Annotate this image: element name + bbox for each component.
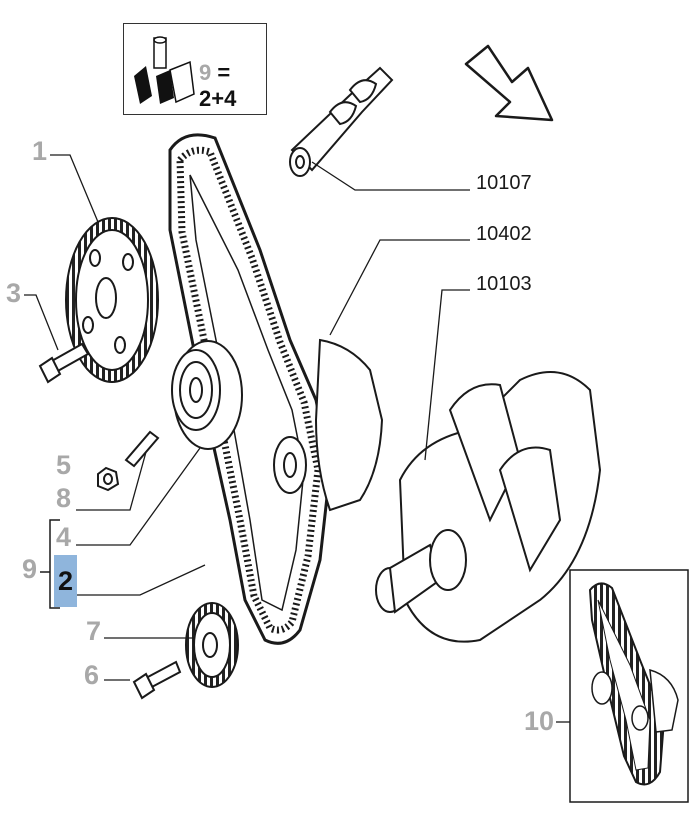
stud[interactable] — [124, 430, 160, 468]
callout-1[interactable]: 1 — [32, 136, 48, 166]
nut[interactable] — [97, 466, 120, 492]
callout-3[interactable]: 3 — [6, 278, 22, 308]
callout-7[interactable]: 7 — [86, 616, 102, 646]
leader-lines — [24, 154, 470, 681]
front-housing[interactable] — [273, 338, 384, 512]
crank-bolt[interactable] — [132, 660, 182, 700]
kit-composition-box: 9 = 2+4 — [123, 23, 267, 115]
tensioner-pulley[interactable] — [171, 340, 243, 450]
ref-10103[interactable]: 10103 — [476, 273, 532, 295]
crankshaft-sprocket[interactable] — [185, 602, 239, 688]
timing-belt[interactable] — [168, 133, 332, 645]
callout-8[interactable]: 8 — [56, 483, 72, 513]
callout-9[interactable]: 9 — [22, 554, 38, 584]
group-bracket — [40, 519, 60, 609]
kit-index: 9 — [199, 60, 212, 85]
ref-10402[interactable]: 10402 — [476, 223, 532, 245]
crankshaft[interactable] — [375, 371, 602, 643]
kit-equation: = 2+4 — [199, 60, 237, 111]
callout-5[interactable]: 5 — [56, 450, 72, 480]
ref-10107[interactable]: 10107 — [476, 172, 532, 194]
parts-kit-icon — [134, 36, 195, 104]
kit-formula: 9 = 2+4 — [199, 60, 266, 112]
callout-10[interactable]: 10 — [524, 706, 555, 736]
callout-6[interactable]: 6 — [84, 660, 100, 690]
sprocket-bolt[interactable] — [38, 342, 90, 384]
callout-4[interactable]: 4 — [56, 522, 72, 552]
camshaft[interactable] — [289, 66, 394, 177]
direction-arrow-icon — [464, 44, 554, 122]
camshaft-sprocket[interactable] — [65, 217, 159, 383]
inset-view[interactable] — [556, 569, 689, 803]
callout-2-selected[interactable]: 2 — [54, 555, 78, 607]
